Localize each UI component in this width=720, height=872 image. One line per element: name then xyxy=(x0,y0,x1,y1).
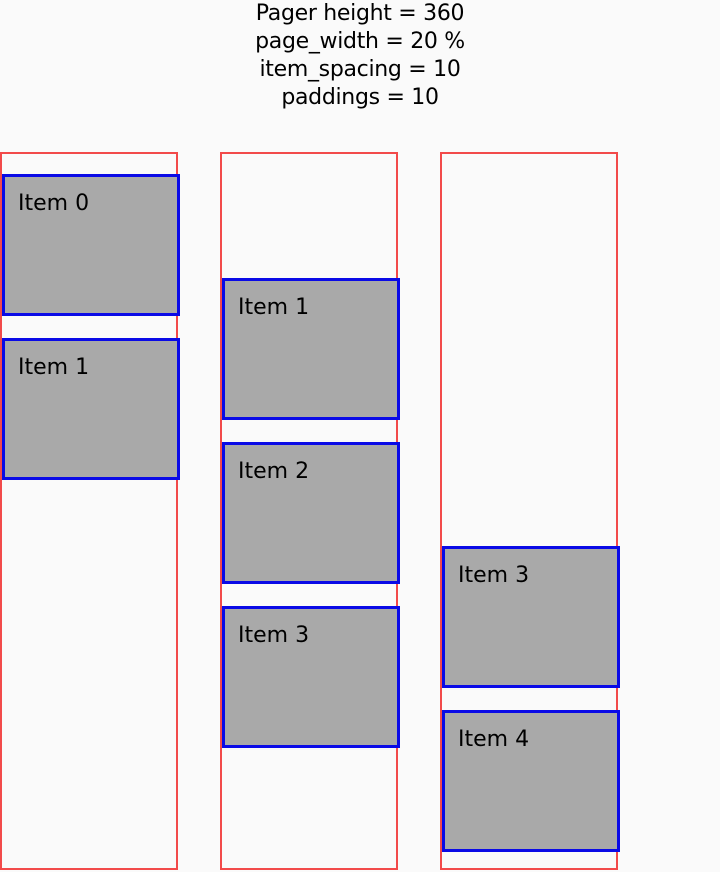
pager-item: Item 2 xyxy=(222,442,400,584)
caption: Pager height = 360 page_width = 20 % ite… xyxy=(0,0,720,112)
item-label: Item 3 xyxy=(238,623,310,648)
item-label: Item 3 xyxy=(458,563,530,588)
pager-item: Item 3 xyxy=(222,606,400,748)
item-label: Item 2 xyxy=(238,459,310,484)
caption-line-item-spacing: item_spacing = 10 xyxy=(259,57,461,82)
pager-frame-2: Item 3 Item 4 xyxy=(440,152,620,870)
caption-line-pager-height: Pager height = 360 xyxy=(255,1,465,26)
item-label: Item 0 xyxy=(18,191,90,216)
caption-line-page-width: page_width = 20 % xyxy=(255,29,465,54)
pager-item: Item 4 xyxy=(442,710,620,852)
item-label: Item 4 xyxy=(458,727,530,752)
caption-line-paddings: paddings = 10 xyxy=(281,85,439,110)
pager-item: Item 3 xyxy=(442,546,620,688)
item-label: Item 1 xyxy=(18,355,90,380)
pager-frame-0: Item 0 Item 1 xyxy=(0,152,180,870)
pager-item: Item 1 xyxy=(2,338,180,480)
pager-frame-1: Item 1 Item 2 Item 3 xyxy=(220,152,400,870)
item-label: Item 1 xyxy=(238,295,310,320)
pager-item: Item 1 xyxy=(222,278,400,420)
pager-item: Item 0 xyxy=(2,174,180,316)
